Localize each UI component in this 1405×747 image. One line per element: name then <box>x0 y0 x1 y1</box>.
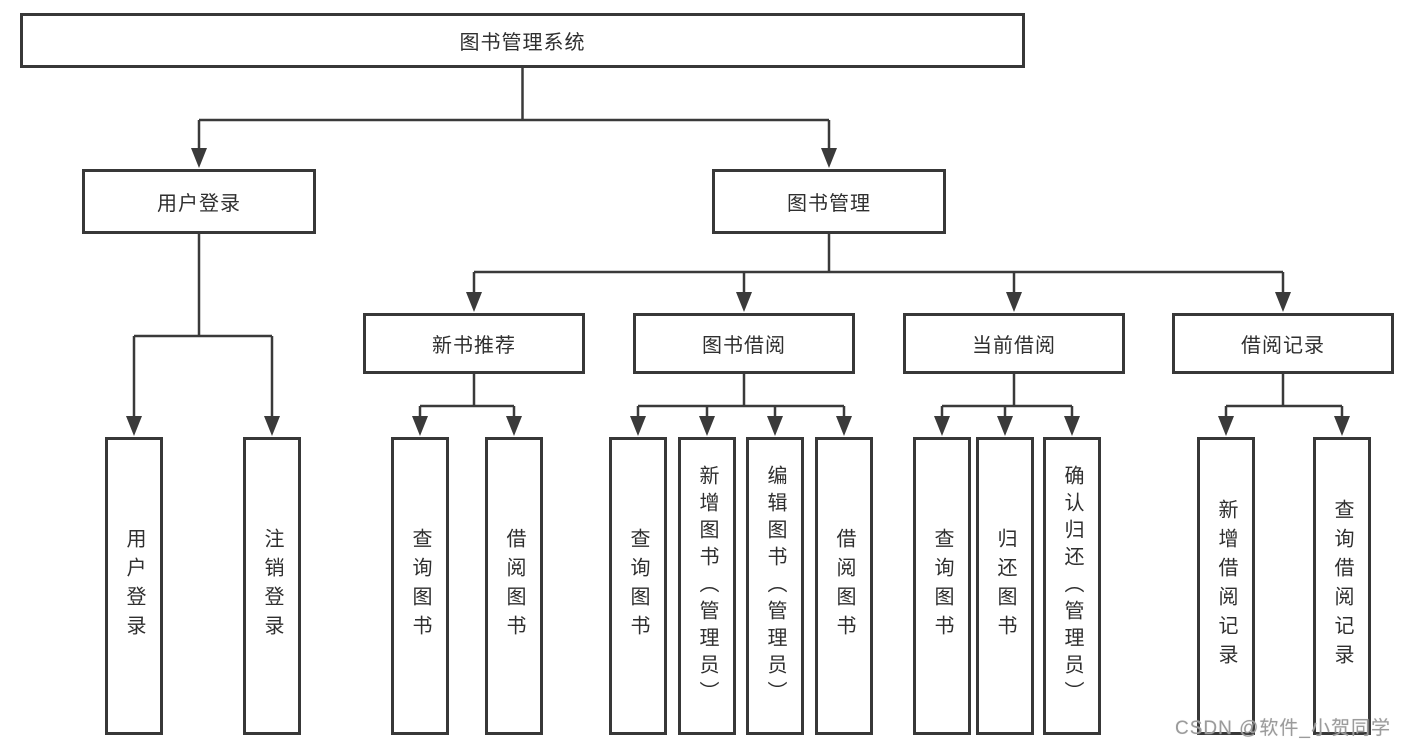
node-user-login: 用户登录 <box>82 169 316 234</box>
node-user-login-label: 用户登录 <box>157 193 241 215</box>
node-borrow-books-label: 借阅图书 <box>833 528 855 644</box>
connector-user-login-to-leaves <box>126 234 280 436</box>
node-book-borrow: 图书借阅 <box>633 313 855 374</box>
connector-current-borrow-to-leaves <box>934 374 1080 436</box>
connector-root-to-level2 <box>191 68 837 168</box>
node-logout-label: 注销登录 <box>261 528 283 644</box>
node-book-management-label: 图书管理 <box>787 193 871 215</box>
node-new-book-recommend: 新书推荐 <box>363 313 585 374</box>
node-edit-books-admin: 编辑图书（管理员） <box>746 437 804 735</box>
node-query-borrow-record-label: 查询借阅记录 <box>1331 499 1353 673</box>
node-library-system: 图书管理系统 <box>20 13 1025 68</box>
connector-book-borrow-to-leaves <box>630 374 852 436</box>
node-query-books-newbook-label: 查询图书 <box>409 528 431 644</box>
node-add-borrow-record-label: 新增借阅记录 <box>1215 499 1237 673</box>
node-add-books-admin-label: 新增图书（管理员） <box>696 464 718 708</box>
node-add-books-admin: 新增图书（管理员） <box>678 437 736 735</box>
node-book-management: 图书管理 <box>712 169 946 234</box>
node-add-borrow-record: 新增借阅记录 <box>1197 437 1255 735</box>
node-borrow-books-newbook: 借阅图书 <box>485 437 543 735</box>
node-return-books: 归还图书 <box>976 437 1034 735</box>
node-edit-books-admin-label: 编辑图书（管理员） <box>764 464 786 708</box>
node-confirm-return-admin-label: 确认归还（管理员） <box>1061 464 1083 708</box>
node-logout: 注销登录 <box>243 437 301 735</box>
node-user-login-leaf: 用户登录 <box>105 437 163 735</box>
node-user-login-leaf-label: 用户登录 <box>123 528 145 644</box>
connector-borrow-record-to-leaves <box>1218 374 1350 436</box>
node-borrow-books: 借阅图书 <box>815 437 873 735</box>
node-book-borrow-label: 图书借阅 <box>702 335 786 357</box>
node-new-book-recommend-label: 新书推荐 <box>432 335 516 357</box>
node-current-borrow: 当前借阅 <box>903 313 1125 374</box>
node-library-system-label: 图书管理系统 <box>459 32 586 54</box>
connector-new-book-to-leaves <box>412 374 522 436</box>
node-borrow-books-newbook-label: 借阅图书 <box>503 528 525 644</box>
node-return-books-label: 归还图书 <box>994 528 1016 644</box>
node-query-books-current-label: 查询图书 <box>931 528 953 644</box>
watermark-text: CSDN @软件_小贺同学 <box>1175 718 1391 739</box>
node-query-books-newbook: 查询图书 <box>391 437 449 735</box>
node-confirm-return-admin: 确认归还（管理员） <box>1043 437 1101 735</box>
node-query-books-borrow: 查询图书 <box>609 437 667 735</box>
node-borrow-records-label: 借阅记录 <box>1241 335 1325 357</box>
node-current-borrow-label: 当前借阅 <box>972 335 1056 357</box>
node-query-borrow-record: 查询借阅记录 <box>1313 437 1371 735</box>
node-query-books-borrow-label: 查询图书 <box>627 528 649 644</box>
node-borrow-records: 借阅记录 <box>1172 313 1394 374</box>
connector-book-management-to-level3 <box>466 234 1291 312</box>
node-query-books-current: 查询图书 <box>913 437 971 735</box>
